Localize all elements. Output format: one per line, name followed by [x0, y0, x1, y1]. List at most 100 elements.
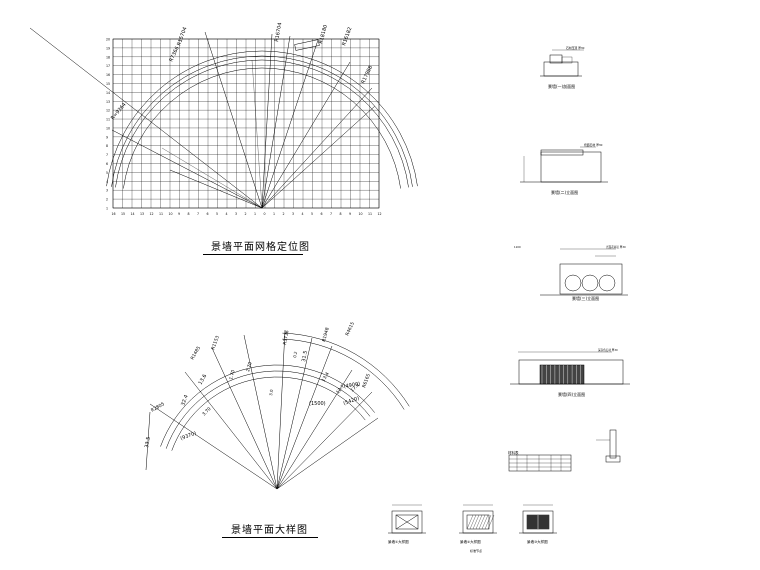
title-underline [222, 537, 318, 538]
material-table [508, 454, 572, 472]
radius-line [261, 105, 376, 209]
detail-hatch [487, 514, 495, 530]
col-label: 9 [349, 212, 351, 216]
elevation-3-title: 景墙(三)立面图 [572, 296, 600, 301]
wall-arc [123, 67, 401, 189]
col-label: 2 [245, 212, 247, 216]
radius-line [29, 27, 263, 209]
dimension-label: 12.7 [335, 384, 346, 396]
radius-line [261, 39, 319, 209]
cap-stone [561, 56, 573, 64]
outer-arc [282, 338, 405, 410]
row-label: 15 [106, 82, 110, 86]
row-label: 18 [106, 55, 110, 59]
wall-body [559, 263, 623, 295]
col-label: 5 [216, 212, 218, 216]
radius-line [276, 417, 379, 490]
small-detail-2-title: 景墙②大样图 [460, 540, 481, 544]
dimension-label: 31.5 [301, 350, 309, 362]
col-label: 14 [131, 212, 135, 216]
material-table-title: 材料表 [508, 451, 519, 455]
gate-panel [539, 364, 585, 385]
wall-arc [115, 59, 409, 188]
detail-frame [462, 510, 494, 534]
wall-end [145, 411, 151, 471]
dimension-label: 32.4 [180, 394, 189, 407]
detail-plan-title: 景墙平面大样图 [231, 525, 308, 536]
radius-label: R17988 [360, 65, 374, 85]
dimension-label: 33.5 [144, 436, 152, 448]
detail-hatch [478, 514, 486, 530]
detail-hatch [484, 514, 492, 530]
wall-body [543, 61, 579, 77]
dimension-label: 1.70 [228, 369, 236, 380]
dimension-label: 3.0 [268, 389, 274, 397]
radius-label: R=9364 [110, 102, 128, 121]
radius-line [276, 329, 286, 490]
col-label: 13 [140, 212, 144, 216]
dimension-label: 2.70 [245, 361, 253, 372]
round-opening [564, 274, 582, 292]
radius-label: R18180 [318, 24, 329, 44]
radius-line [169, 169, 263, 209]
dimension-label: (9370) [180, 431, 198, 442]
col-label: 10 [359, 212, 363, 216]
small-detail-3 [519, 504, 557, 534]
row-label: 2 [106, 198, 108, 202]
detail-hatch [481, 514, 489, 530]
grid-plan-title: 景墙平面网格定位图 [211, 242, 310, 253]
row-label: 20 [106, 38, 110, 42]
col-label: 1 [273, 212, 275, 216]
row-label: 13 [106, 100, 110, 104]
col-label: 12 [378, 212, 382, 216]
detail-hatch [475, 514, 483, 530]
col-label: 9 [178, 212, 180, 216]
radius-label: R16182 [341, 26, 353, 46]
elevation-1-title: 景墙(一)剖面图 [548, 84, 576, 89]
row-label: 8 [106, 144, 108, 148]
small-detail-2 [459, 504, 497, 534]
radius-line [276, 345, 333, 490]
radius-line [184, 371, 278, 490]
radius-line [261, 33, 273, 209]
wall-body [540, 151, 602, 183]
radius-line [276, 369, 353, 490]
row-label: 11 [106, 118, 110, 122]
col-label: 3 [292, 212, 294, 216]
radius-line [149, 403, 278, 490]
radius-line [243, 334, 278, 490]
col-label: 11 [159, 212, 163, 216]
material-note: 石材压顶 厚30 [566, 46, 585, 50]
dimension-label: (5420) [343, 396, 361, 407]
row-label: 16 [106, 73, 110, 77]
elevation-1-drawing: 石材压顶 厚30 [540, 46, 585, 77]
radius-line [211, 347, 278, 490]
detail-panel [466, 514, 490, 530]
col-label: 11 [368, 212, 372, 216]
wall-arc [106, 50, 418, 187]
col-label: 16 [112, 212, 116, 216]
row-label: 3 [106, 189, 108, 193]
radius-line [161, 147, 263, 209]
dimension-label: R6165 [361, 373, 372, 389]
row-label: 19 [106, 46, 110, 50]
radius-label: R16704 [274, 22, 283, 42]
dimension-label: R1485 [190, 345, 203, 361]
dimension-label: 0.2 [292, 351, 298, 359]
small-detail-1 [388, 504, 426, 534]
row-label: 1 [106, 207, 108, 211]
outer-arc [282, 332, 410, 407]
small-detail-2-sub: 标准节点 [470, 549, 483, 553]
radius-line [251, 59, 263, 209]
radius-label: R7366 [168, 46, 180, 63]
elevation-2-title: 景墙(二)立面图 [551, 190, 579, 195]
round-opening [581, 274, 599, 292]
material-note: 烧面石材 厚30 [584, 143, 603, 147]
detail-cross [395, 514, 419, 530]
cap-stone [540, 149, 584, 156]
round-opening [598, 274, 616, 292]
detail-hatch [472, 514, 480, 530]
section-marker [596, 429, 621, 463]
radius-line [276, 337, 313, 490]
